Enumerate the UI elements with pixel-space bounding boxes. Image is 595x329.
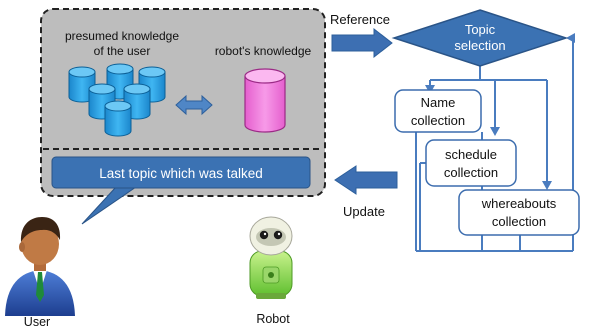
- knowledge-panel: presumed knowledge of the user robot's k…: [40, 8, 326, 225]
- update-label: Update: [343, 204, 385, 219]
- presumed-knowledge-subtitle: of the user: [94, 44, 151, 58]
- db-cylinder-icon: [104, 100, 132, 137]
- schedule-collection-box: schedule collection: [425, 139, 517, 187]
- reference-arrow-icon: [331, 27, 393, 59]
- schedule-collection-line1: schedule: [445, 147, 497, 162]
- topic-selection-diamond: Topic selection: [391, 9, 569, 67]
- topic-selection-line2: selection: [454, 38, 505, 53]
- bidirectional-arrow-icon: [175, 94, 213, 116]
- name-collection-box: Name collection: [394, 89, 482, 133]
- reference-label: Reference: [330, 12, 390, 27]
- name-collection-line1: Name: [421, 95, 456, 110]
- robot-db-cylinder-icon: [244, 68, 286, 133]
- robot-icon: [249, 216, 293, 299]
- user-knowledge-db-cluster: [68, 63, 166, 137]
- name-collection-line2: collection: [411, 113, 465, 128]
- last-topic-label: Last topic which was talked: [99, 166, 263, 181]
- arrowhead-whereabouts-icon: [542, 181, 552, 190]
- update-arrow-icon: [334, 165, 398, 195]
- user-label: User: [24, 315, 50, 329]
- whereabouts-collection-line1: whereabouts: [481, 196, 557, 211]
- robot-knowledge-title: robot's knowledge: [215, 44, 312, 58]
- schedule-collection-line2: collection: [444, 165, 498, 180]
- robot-label: Robot: [256, 312, 290, 326]
- last-topic-bubble: Last topic which was talked: [51, 156, 311, 225]
- topic-selection-line1: Topic: [465, 22, 496, 37]
- presumed-knowledge-title: presumed knowledge: [65, 29, 179, 43]
- arrowhead-schedule-icon: [490, 127, 500, 136]
- user-avatar-icon: [5, 217, 75, 316]
- whereabouts-collection-line2: collection: [492, 214, 546, 229]
- whereabouts-collection-box: whereabouts collection: [458, 189, 580, 236]
